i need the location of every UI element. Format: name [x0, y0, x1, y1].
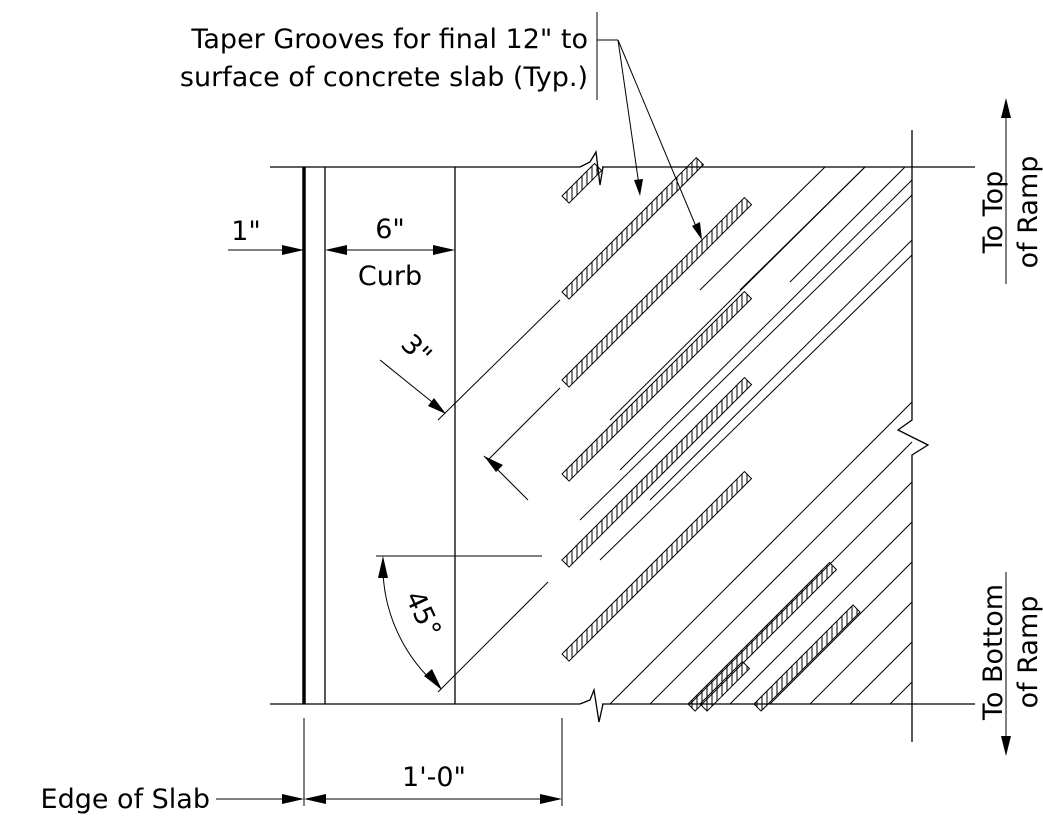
surface-diagonal-line — [599, 254, 913, 561]
curb-label: Curb — [358, 261, 422, 292]
edge-of-slab-label: Edge of Slab — [41, 784, 210, 815]
groove-band — [561, 156, 705, 300]
edge-of-slab-callout: Edge of Slab — [41, 784, 304, 815]
groove-band — [561, 162, 603, 204]
surface-diagonal-line — [769, 561, 913, 705]
overall-dim-label: 1'-0" — [402, 762, 466, 793]
groove-band — [561, 376, 753, 568]
surface-diagonal-line — [699, 166, 826, 291]
top-label-line-2: of Ramp — [1013, 156, 1043, 269]
groove-band — [561, 290, 753, 482]
groove-band — [561, 470, 753, 662]
top-of-ramp-label: To Top of Ramp — [978, 98, 1043, 284]
groove-band — [687, 561, 838, 712]
curb-dim-label: 6" — [375, 214, 405, 245]
slab-outline — [270, 150, 975, 723]
surface-diagonal-line — [809, 601, 913, 705]
surface-diagonal-line — [649, 441, 913, 705]
surface-diagonal-line — [579, 194, 913, 521]
surface-diagonal-line — [729, 521, 913, 705]
surface-diagonal-line — [609, 166, 866, 421]
bottom-of-ramp-label: To Bottom of Ramp — [978, 572, 1043, 756]
curb-dimension: 6" Curb — [325, 214, 455, 292]
overall-dimension: 1'-0" — [303, 718, 563, 806]
groove-band — [753, 604, 861, 712]
surface-diagonal-line — [789, 166, 906, 283]
top-label-line-1: To Top — [978, 171, 1009, 255]
note-leader — [596, 12, 702, 240]
note-line-1: Taper Grooves for final 12" to — [190, 24, 588, 55]
groove-hatching — [561, 156, 861, 712]
angle-dimension: 45° — [376, 555, 549, 693]
joint-dimension: 1" — [228, 216, 304, 255]
joint-dim-label: 1" — [231, 216, 261, 247]
surface-diagonals — [579, 166, 913, 705]
note-line-2: surface of concrete slab (Typ.) — [180, 62, 588, 93]
spacing-dimension: 3" — [379, 299, 561, 501]
angle-dim-label: 45° — [399, 586, 447, 642]
spacing-dim-label: 3" — [395, 329, 438, 372]
surface-diagonal-line — [619, 179, 913, 471]
surface-diagonal-line — [889, 681, 913, 705]
right-boundary — [896, 130, 930, 742]
surface-diagonal-line — [609, 401, 913, 705]
surface-diagonal-line — [649, 239, 913, 501]
bottom-label-line-2: of Ramp — [1013, 596, 1043, 709]
bottom-label-line-1: To Bottom — [978, 584, 1009, 721]
surface-diagonal-line — [849, 641, 913, 705]
groove-band — [699, 660, 751, 712]
groove-band — [561, 196, 753, 388]
